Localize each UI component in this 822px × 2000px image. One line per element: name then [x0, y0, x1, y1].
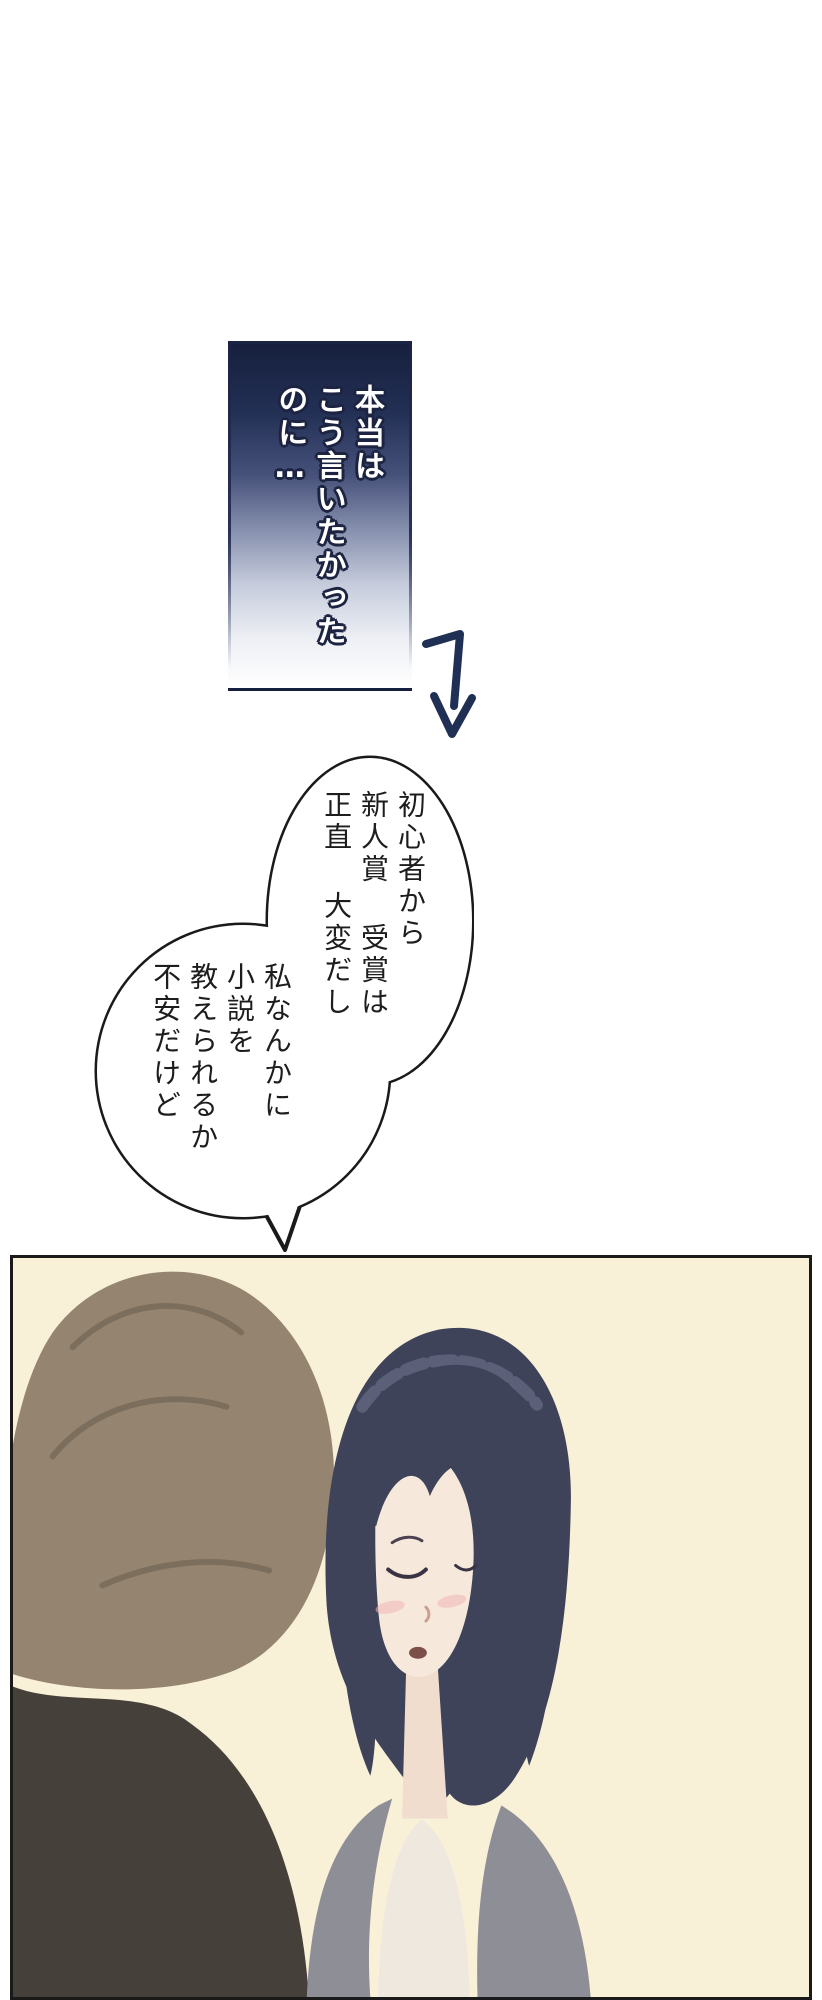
bubble-text-right: 初心者から 新人賞 受賞は 正直 大変だし — [317, 790, 428, 1030]
man-hair-strand — [99, 1558, 273, 1589]
bubble-left-lobe — [97, 925, 389, 1217]
down-arrow-icon — [422, 630, 476, 738]
bubble-line: 新人賞 受賞は — [357, 790, 391, 1019]
bubble-line: 正直 大変だし — [320, 790, 354, 1019]
woman-closed-eye-far — [454, 1564, 478, 1572]
caption-line: こう言いたかった — [310, 384, 346, 648]
man-hair-strand — [69, 1303, 245, 1351]
woman-blush — [375, 1600, 405, 1614]
woman-face — [375, 1447, 474, 1677]
bubble-line: 私なんかに — [260, 962, 293, 1122]
woman-eyebrow — [390, 1535, 424, 1545]
woman-bangs — [361, 1364, 549, 1526]
caption-line: のに… — [272, 384, 308, 488]
bubble-text-left: 私なんかに 小説を 教えられるか 不安だけど — [146, 962, 294, 1177]
woman-shirt — [378, 1819, 470, 1997]
caption-text: 本当は こう言いたかった のに… — [231, 344, 409, 688]
woman-blush — [437, 1594, 467, 1608]
man-hair-strand — [49, 1396, 230, 1460]
woman-cardigan-left — [306, 1798, 393, 1997]
caption-box: 本当は こう言いたかった のに… — [228, 341, 412, 691]
bubble-line: 初心者から — [394, 790, 427, 950]
woman-neck — [402, 1666, 448, 1819]
woman-closed-eye — [386, 1567, 428, 1579]
arrow-shaft — [422, 630, 464, 710]
man-hair — [13, 1271, 335, 1690]
woman-cardigan-right — [477, 1805, 591, 1997]
caption-line: 本当は — [349, 384, 384, 483]
arrow-head — [430, 692, 476, 738]
man-jacket — [13, 1686, 309, 1997]
woman-mouth — [409, 1646, 427, 1659]
bubble-line: 小説を — [223, 962, 257, 1058]
woman-nose — [424, 1605, 431, 1623]
panel-illustration — [13, 1271, 591, 1997]
woman-side-lock — [521, 1517, 557, 1766]
woman-braid — [356, 1354, 544, 1413]
man-figure — [13, 1271, 335, 1997]
art-panel — [10, 1255, 812, 2000]
speech-bubble — [94, 755, 474, 1252]
woman-side-lock — [339, 1555, 377, 1776]
bubble-line: 教えられるか — [186, 962, 220, 1154]
woman-figure — [306, 1327, 591, 1997]
bubble-line: 不安だけど — [149, 962, 183, 1122]
